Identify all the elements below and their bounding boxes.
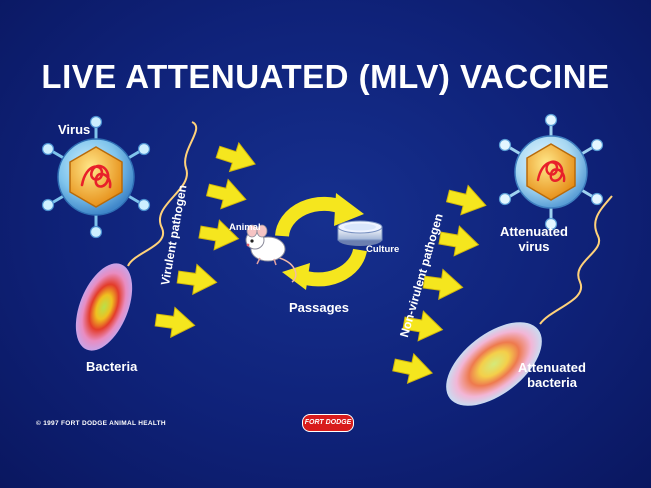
animal-label: Animal (229, 222, 261, 233)
attenuated-virus-label-line1: Attenuated (492, 224, 576, 239)
attenuated-bacteria-label: Attenuated bacteria (510, 360, 594, 390)
fort-dodge-logo: FORT DODGE (302, 414, 354, 432)
attenuated-bacteria-label-line2: bacteria (510, 375, 594, 390)
passages-label: Passages (289, 300, 349, 315)
culture-label: Culture (366, 244, 399, 255)
attenuated-virus-label: Attenuated virus (492, 224, 576, 254)
virus-label: Virus (58, 122, 90, 137)
attenuated-virus-icon (500, 115, 603, 230)
bacteria-label: Bacteria (86, 359, 137, 374)
page-title: LIVE ATTENUATED (MLV) VACCINE (0, 58, 651, 96)
culture-dish-icon (338, 221, 382, 246)
copyright-notice: © 1997 FORT DODGE ANIMAL HEALTH (36, 420, 166, 427)
attenuated-bacteria-label-line1: Attenuated (510, 360, 594, 375)
attenuated-virus-label-line2: virus (492, 239, 576, 254)
